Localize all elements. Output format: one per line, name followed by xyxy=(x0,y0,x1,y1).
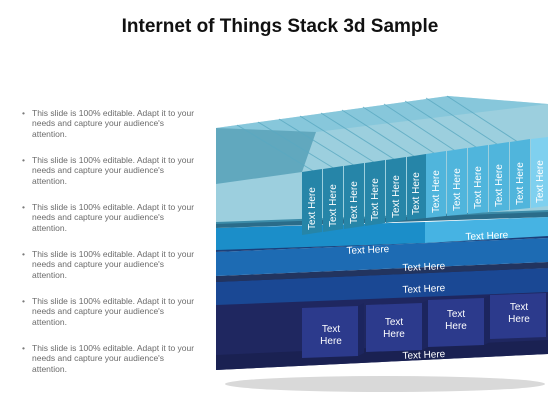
bottom-layer-label: Text Here xyxy=(402,349,446,362)
box-1-side xyxy=(358,303,364,356)
column-5-label: Text Here xyxy=(391,175,402,218)
box-4: Text Here xyxy=(490,293,546,339)
bullet-item: This slide is 100% editable. Adapt it to… xyxy=(22,202,200,249)
layer-2-left-front xyxy=(216,222,425,250)
box-1-label-line2: Here xyxy=(320,336,342,347)
column-3-label: Text Here xyxy=(349,181,360,224)
bullet-item: This slide is 100% editable. Adapt it to… xyxy=(22,249,200,296)
box-2: Text Here xyxy=(366,300,428,352)
box-3-side xyxy=(484,295,490,345)
bullet-item: This slide is 100% editable. Adapt it to… xyxy=(22,343,200,390)
column-8-label: Text Here xyxy=(452,168,463,211)
slide-title: Internet of Things Stack 3d Sample xyxy=(121,16,439,37)
layer-4-front xyxy=(216,268,548,305)
column-2 xyxy=(323,166,343,232)
column-labels: Text Here Text Here Text Here Text Here … xyxy=(307,160,546,230)
column-4-label: Text Here xyxy=(370,178,381,221)
column-6 xyxy=(407,154,426,220)
column-5 xyxy=(386,157,406,223)
floor-shadow xyxy=(225,376,545,392)
box-1-label-line1: Text xyxy=(322,324,341,335)
box-2-side xyxy=(422,300,428,350)
box-4-label-line1: Text xyxy=(510,302,529,313)
bullet-item: This slide is 100% editable. Adapt it to… xyxy=(22,108,200,155)
column-11-label: Text Here xyxy=(515,162,526,205)
column-10-label: Text Here xyxy=(494,164,505,207)
column-9 xyxy=(468,145,488,214)
layer-2-right-front xyxy=(425,217,548,243)
box-3-front xyxy=(428,298,484,347)
column-2-label: Text Here xyxy=(328,184,339,227)
layer-2-left-label: Text Here xyxy=(346,244,390,257)
layer-4-label: Text Here xyxy=(402,283,446,296)
column-8 xyxy=(447,148,467,216)
column-6-label: Text Here xyxy=(411,172,422,215)
box-3: Text Here xyxy=(428,295,490,347)
box-4-front xyxy=(490,293,546,339)
layer-2-right-label: Text Here xyxy=(465,230,509,243)
top-box-lid xyxy=(216,96,548,132)
top-box-ridges xyxy=(236,95,525,176)
box-4-label-line2: Here xyxy=(508,314,530,325)
column-1-label: Text Here xyxy=(307,187,318,230)
column-12-label: Text Here xyxy=(535,160,546,203)
layer-3-front xyxy=(216,238,548,276)
box-1-front xyxy=(302,306,358,358)
layer-4-top-edge xyxy=(216,262,548,282)
column-9-label: Text Here xyxy=(473,166,484,209)
column-1 xyxy=(302,169,322,235)
bullet-item: This slide is 100% editable. Adapt it to… xyxy=(22,296,200,343)
layer-3-label: Text Here xyxy=(402,261,446,274)
column-4 xyxy=(365,160,385,226)
box-3-label-line2: Here xyxy=(445,321,467,332)
box-3-label-line1: Text xyxy=(447,309,466,320)
navy-layer-lower-band xyxy=(216,340,548,370)
column-10 xyxy=(489,142,509,212)
column-7 xyxy=(426,151,446,218)
bullet-list: This slide is 100% editable. Adapt it to… xyxy=(22,108,200,390)
box-2-label-line1: Text xyxy=(385,317,404,328)
bullet-item: This slide is 100% editable. Adapt it to… xyxy=(22,155,200,202)
box-2-front xyxy=(366,303,422,352)
box-1: Text Here xyxy=(302,303,364,358)
column-7-label: Text Here xyxy=(431,170,442,213)
box-2-label-line2: Here xyxy=(383,329,405,340)
column-3 xyxy=(344,163,364,229)
column-11 xyxy=(510,139,530,210)
top-columns xyxy=(302,137,548,235)
column-12 xyxy=(531,137,548,208)
